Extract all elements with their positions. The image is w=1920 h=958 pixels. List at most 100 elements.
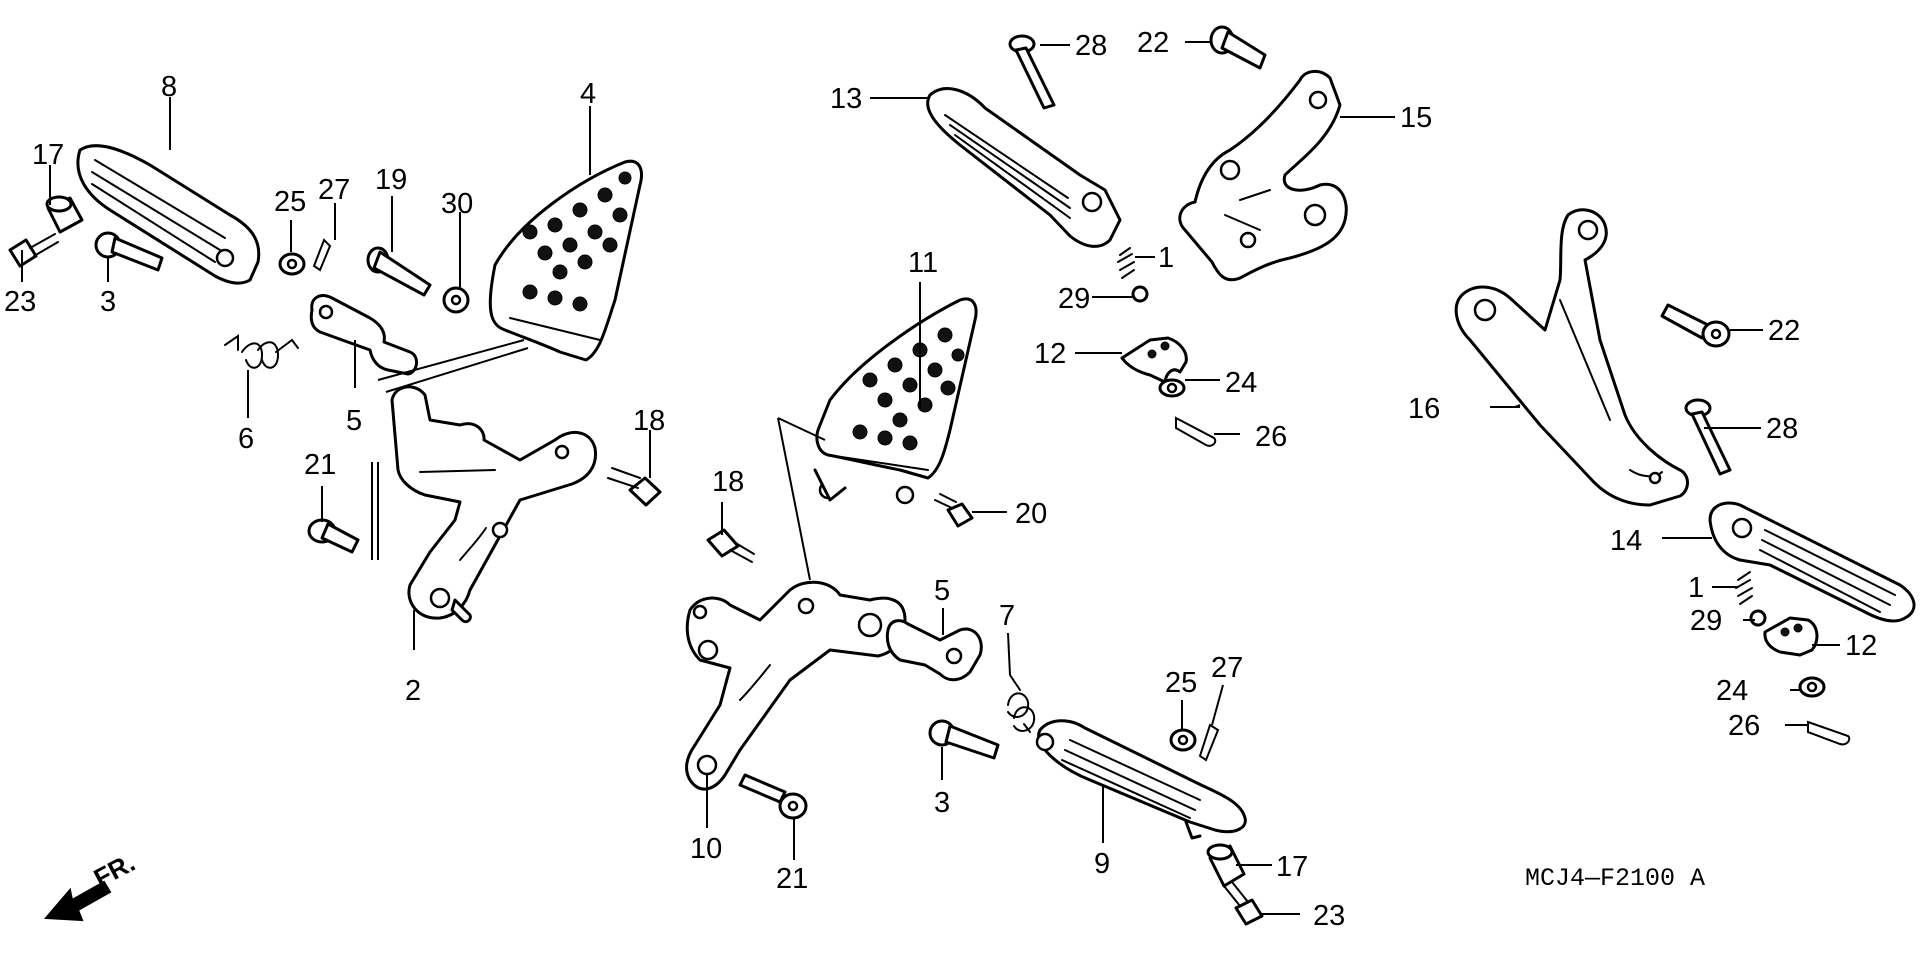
part-spring-1-right <box>1735 571 1753 605</box>
callout-label: 17 <box>32 139 64 171</box>
part-bracket-10 <box>685 580 907 791</box>
part-bolt-22-right <box>1660 303 1731 348</box>
part-bolt-23-center <box>1223 881 1264 926</box>
part-plate-12-right <box>1763 616 1819 657</box>
callout-label: 12 <box>1034 338 1066 370</box>
callout-label: 11 <box>908 247 938 279</box>
front-arrow-icon <box>43 880 112 922</box>
callout-label: 1 <box>1688 572 1704 604</box>
callout-labels: 8 17 23 3 25 27 19 30 4 6 5 21 2 18 28 2… <box>4 27 1877 932</box>
callout-label: 5 <box>934 575 950 607</box>
callout-label: 18 <box>712 466 744 498</box>
callout-label: 25 <box>274 186 306 218</box>
part-bolt-23-left <box>8 233 59 268</box>
part-pivot-5-center <box>885 619 983 682</box>
callout-label: 15 <box>1400 102 1432 134</box>
callout-label: 10 <box>690 833 722 865</box>
callout-label: 8 <box>161 71 177 103</box>
part-pin-3-left <box>94 231 164 272</box>
part-footpeg-14 <box>1708 501 1916 623</box>
assembly-lines-center <box>777 417 826 581</box>
part-spring-7 <box>1007 674 1036 733</box>
part-bolt-19 <box>366 246 432 297</box>
part-plate-12-top <box>1120 336 1188 384</box>
part-footpeg-13 <box>926 87 1122 248</box>
diagram-code-text: MCJ4—F2100 <box>1525 864 1675 893</box>
callout-label: 9 <box>1094 848 1110 880</box>
diagram-code-suffix: A <box>1690 864 1705 893</box>
part-pin-28-right <box>1684 398 1732 476</box>
callout-label: 29 <box>1690 605 1722 637</box>
callout-label: 4 <box>580 78 596 110</box>
assembly-lines-left <box>371 339 529 560</box>
callout-label: 14 <box>1610 525 1642 557</box>
part-spring-6 <box>224 334 299 369</box>
part-washer-25-left <box>278 252 306 276</box>
callout-label: 29 <box>1058 283 1090 315</box>
part-bracket-16 <box>1454 208 1689 507</box>
leader-lines <box>21 41 1840 915</box>
part-bolt-20 <box>934 493 974 528</box>
callout-label: 20 <box>1015 498 1047 530</box>
callout-label: 18 <box>633 405 665 437</box>
part-bolt-18-center <box>706 528 755 563</box>
part-bracket-15 <box>1178 70 1348 282</box>
part-ball-29-top <box>1131 285 1149 303</box>
part-heel-guard-11 <box>813 297 978 505</box>
callout-label: 27 <box>318 174 350 206</box>
callout-label: 17 <box>1276 851 1308 883</box>
callout-label: 6 <box>238 423 254 455</box>
part-cotter-26-top <box>1175 416 1217 447</box>
callout-label: 19 <box>375 164 407 196</box>
callout-label: 2 <box>405 675 421 707</box>
heel-guard-11-holes <box>852 327 965 451</box>
part-bolt-21-center <box>738 773 808 820</box>
part-heel-guard-4 <box>488 159 643 362</box>
callout-label: 30 <box>441 188 473 220</box>
heel-guard-4-holes <box>522 171 632 312</box>
part-footpeg-9 <box>1035 719 1247 840</box>
callout-label: 5 <box>346 405 362 437</box>
part-footpeg-left-rider <box>76 144 261 285</box>
callout-label: 22 <box>1137 27 1169 59</box>
part-pivot-5-left <box>309 294 418 376</box>
part-collar-17-left <box>45 195 84 234</box>
callout-label: 21 <box>776 863 808 895</box>
callout-label: 28 <box>1766 413 1798 445</box>
part-cotter-27-left <box>312 238 332 272</box>
callout-label: 25 <box>1165 667 1197 699</box>
part-bolt-18-left <box>607 467 662 507</box>
callout-label: 23 <box>4 286 36 318</box>
part-bolt-21-left <box>307 518 360 554</box>
callout-label: 16 <box>1408 393 1440 425</box>
callout-label: 7 <box>999 600 1015 632</box>
callout-label: 13 <box>830 83 862 115</box>
part-bolt-22-top <box>1209 25 1267 70</box>
callout-label: 24 <box>1225 367 1257 399</box>
callout-label: 12 <box>1845 630 1877 662</box>
part-pin-3-center <box>928 719 1000 760</box>
callout-label: 1 <box>1158 242 1174 274</box>
part-cotter-26-right <box>1807 720 1851 746</box>
callout-label: 3 <box>100 286 116 318</box>
part-washer-24-right <box>1798 676 1826 698</box>
callout-label: 28 <box>1075 30 1107 62</box>
callout-label: 24 <box>1716 675 1748 707</box>
part-collar-17-center <box>1206 843 1246 888</box>
part-washer-30 <box>442 286 470 314</box>
callout-label: 26 <box>1728 710 1760 742</box>
callout-label: 21 <box>304 449 336 481</box>
part-bracket-2 <box>390 385 598 624</box>
part-pin-28-top <box>1008 34 1056 110</box>
part-cotter-27-center <box>1198 723 1220 762</box>
part-washer-25-center <box>1169 728 1197 752</box>
callout-label: 22 <box>1768 315 1800 347</box>
part-ball-29-right <box>1749 609 1767 627</box>
front-direction-indicator: FR. <box>43 847 140 922</box>
callout-label: 26 <box>1255 421 1287 453</box>
part-washer-24-top <box>1158 378 1186 398</box>
part-spring-1-top <box>1117 247 1135 279</box>
callout-label: 27 <box>1211 652 1243 684</box>
callout-label: 3 <box>934 787 950 819</box>
